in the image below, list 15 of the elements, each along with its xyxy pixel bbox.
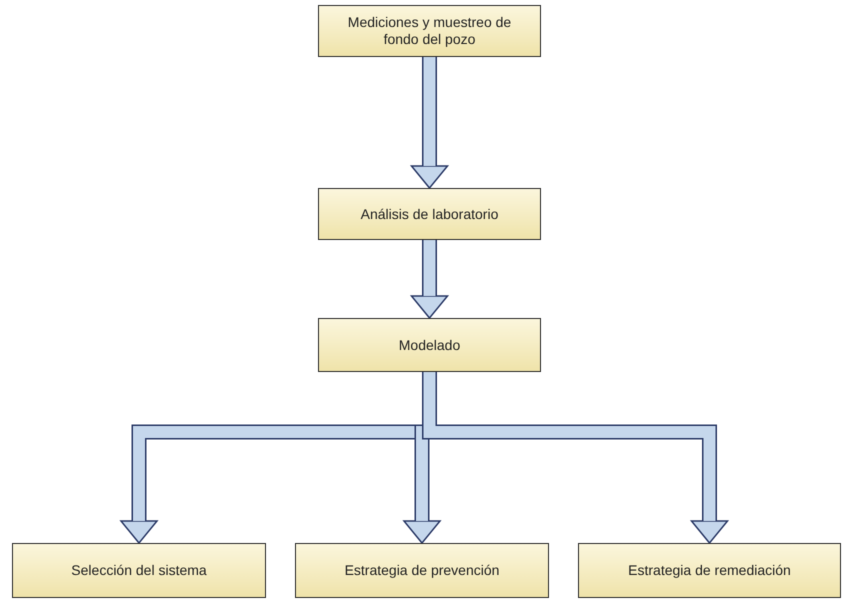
process-box	[578, 543, 841, 598]
block-arrow	[422, 372, 730, 544]
box-label: Análisis de laboratorio	[360, 206, 498, 222]
block-arrow	[410, 57, 450, 190]
box-label: Estrategia de prevención	[344, 562, 500, 579]
process-box	[318, 5, 541, 57]
box-label: Estrategia de remediación	[628, 562, 791, 579]
box-label: Selección del sistema	[71, 562, 207, 579]
process-box	[295, 543, 549, 598]
block-arrow	[410, 240, 450, 320]
box-label: Modelado	[398, 336, 460, 354]
process-box	[318, 188, 541, 240]
process-box	[318, 318, 541, 372]
process-box	[12, 543, 266, 598]
box-label: Mediciones y muestreo de fondo del pozo	[346, 14, 512, 48]
